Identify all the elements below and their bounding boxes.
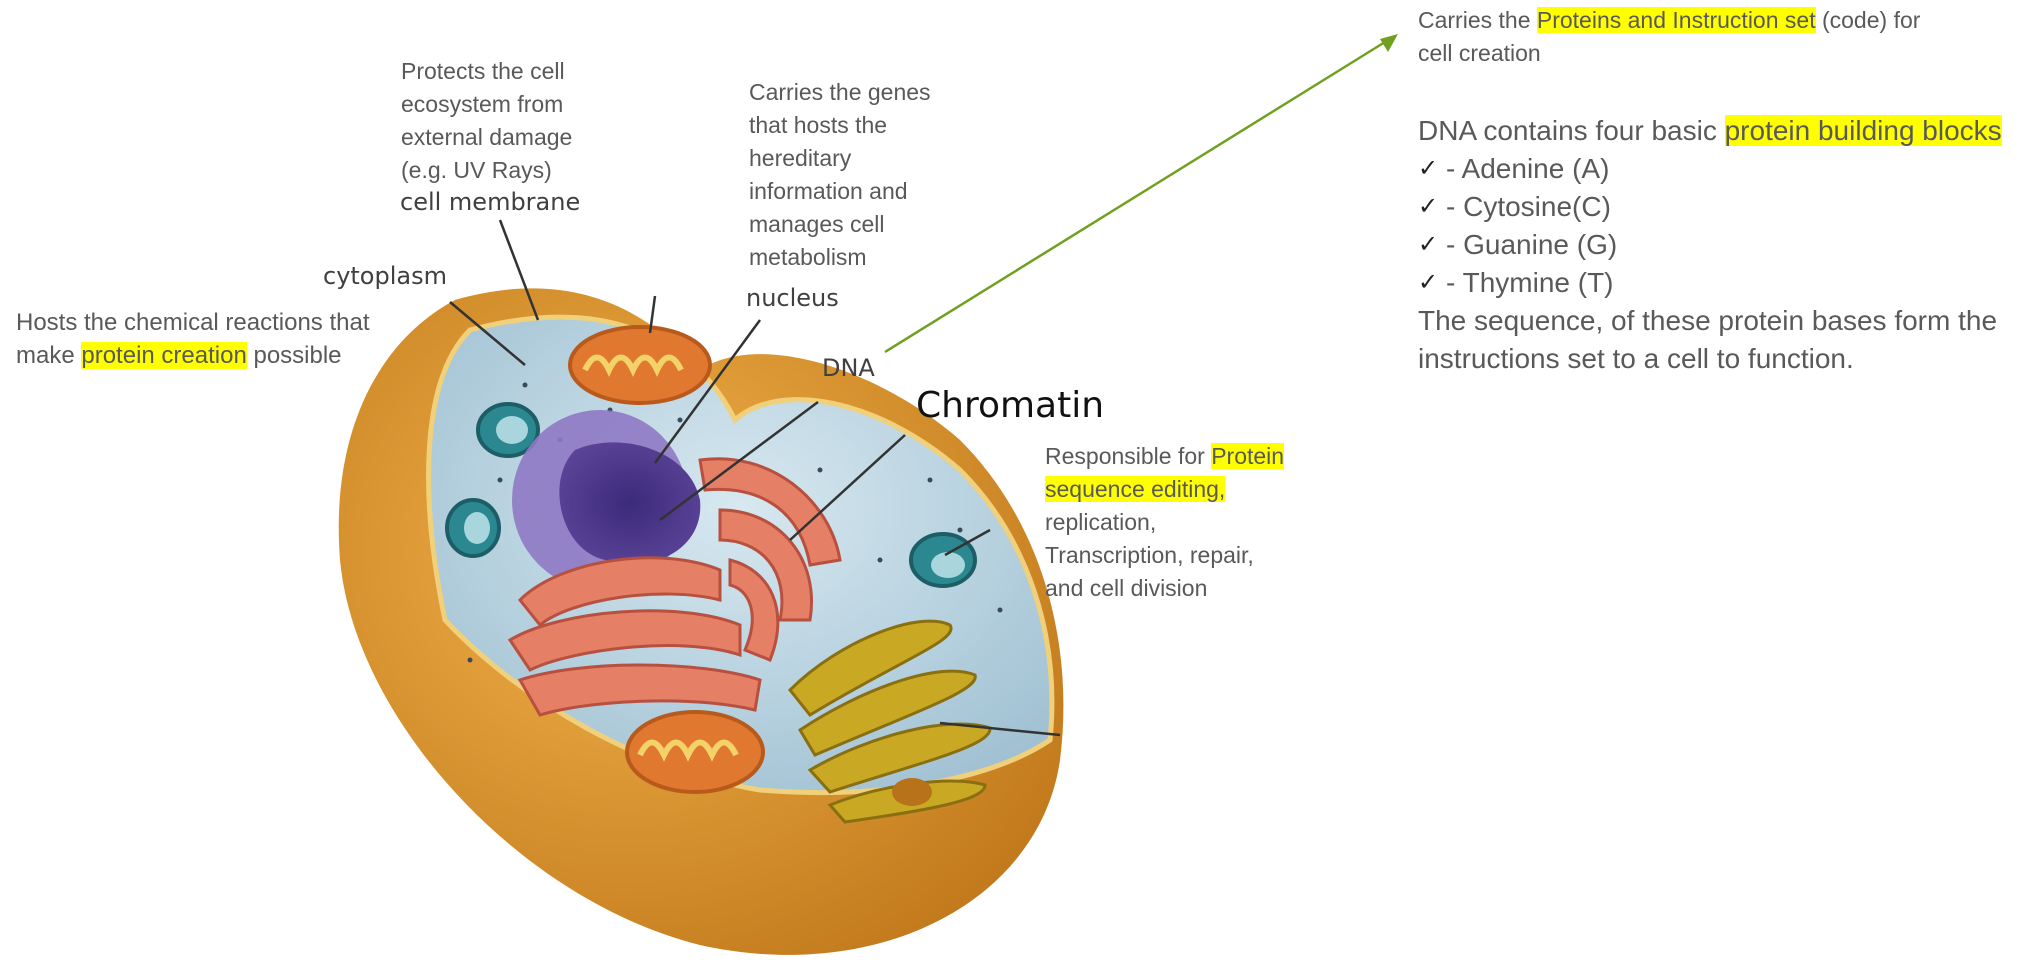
note-text: possible (247, 342, 342, 369)
note-line: (e.g. UV Rays) (401, 154, 572, 187)
nucleus-note: Carries the genes that hosts the heredit… (749, 76, 931, 274)
note-text: make (16, 342, 81, 369)
cell-membrane-label: cell membrane (400, 188, 580, 216)
highlight-text: protein creation (81, 342, 246, 369)
list-item: ✓- Cytosine(C) (1418, 188, 2002, 226)
dna-note: Carries the Proteins and Instruction set… (1418, 4, 1920, 70)
cytoplasm-label: cytoplasm (323, 262, 447, 290)
note-line: that hosts the (749, 109, 931, 142)
note-line: replication, (1045, 506, 1284, 539)
note-text: Carries the (1418, 7, 1537, 33)
cytoplasm-note: Hosts the chemical reactions that make p… (16, 306, 370, 372)
dna-label: DNA (822, 354, 875, 382)
list-item: ✓- Adenine (A) (1418, 150, 2002, 188)
note-line: information and (749, 175, 931, 208)
note-line: sequence editing, (1045, 473, 1284, 506)
checkmark-icon: ✓ (1418, 188, 1446, 226)
base-name: - Adenine (A) (1446, 150, 1609, 188)
list-item: ✓- Guanine (G) (1418, 226, 2002, 264)
note-line: metabolism (749, 241, 931, 274)
nucleus-label: nucleus (746, 284, 839, 312)
note-line: and cell division (1045, 572, 1284, 605)
dna-summary-line: instructions set to a cell to function. (1418, 340, 2002, 378)
membrane-note: Protects the cell ecosystem from externa… (401, 55, 572, 187)
highlight-text: Proteins and Instruction set (1537, 7, 1816, 33)
chromatin-label: Chromatin (916, 385, 1104, 426)
highlight-text: sequence editing, (1045, 476, 1225, 502)
list-item: ✓- Thymine (T) (1418, 264, 2002, 302)
note-line: manages cell (749, 208, 931, 241)
note-line: cell creation (1418, 37, 1920, 70)
note-line: make protein creation possible (16, 339, 370, 372)
highlight-text: Protein (1211, 443, 1284, 469)
dna-panel-title: DNA contains four basic protein building… (1418, 112, 2002, 150)
base-name: - Guanine (G) (1446, 226, 1617, 264)
highlight-text: protein building blocks (1725, 115, 2002, 146)
note-line: Hosts the chemical reactions that (16, 306, 370, 339)
base-list: ✓- Adenine (A) ✓- Cytosine(C) ✓- Guanine… (1418, 150, 2002, 302)
note-line: Carries the Proteins and Instruction set… (1418, 4, 1920, 37)
note-line: Protects the cell (401, 55, 572, 88)
note-line: ecosystem from (401, 88, 572, 121)
dna-panel: DNA contains four basic protein building… (1418, 112, 2002, 378)
dna-summary-line: The sequence, of these protein bases for… (1418, 302, 2002, 340)
note-line: Carries the genes (749, 76, 931, 109)
note-line: Transcription, repair, (1045, 539, 1284, 572)
checkmark-icon: ✓ (1418, 264, 1446, 302)
note-text: Responsible for (1045, 443, 1211, 469)
checkmark-icon: ✓ (1418, 150, 1446, 188)
checkmark-icon: ✓ (1418, 226, 1446, 264)
base-name: - Thymine (T) (1446, 264, 1614, 302)
note-text: DNA contains four basic (1418, 115, 1725, 146)
chromatin-note: Responsible for Protein sequence editing… (1045, 440, 1284, 605)
note-line: external damage (401, 121, 572, 154)
note-line: hereditary (749, 142, 931, 175)
note-text: (code) for (1816, 7, 1921, 33)
base-name: - Cytosine(C) (1446, 188, 1611, 226)
note-line: Responsible for Protein (1045, 440, 1284, 473)
